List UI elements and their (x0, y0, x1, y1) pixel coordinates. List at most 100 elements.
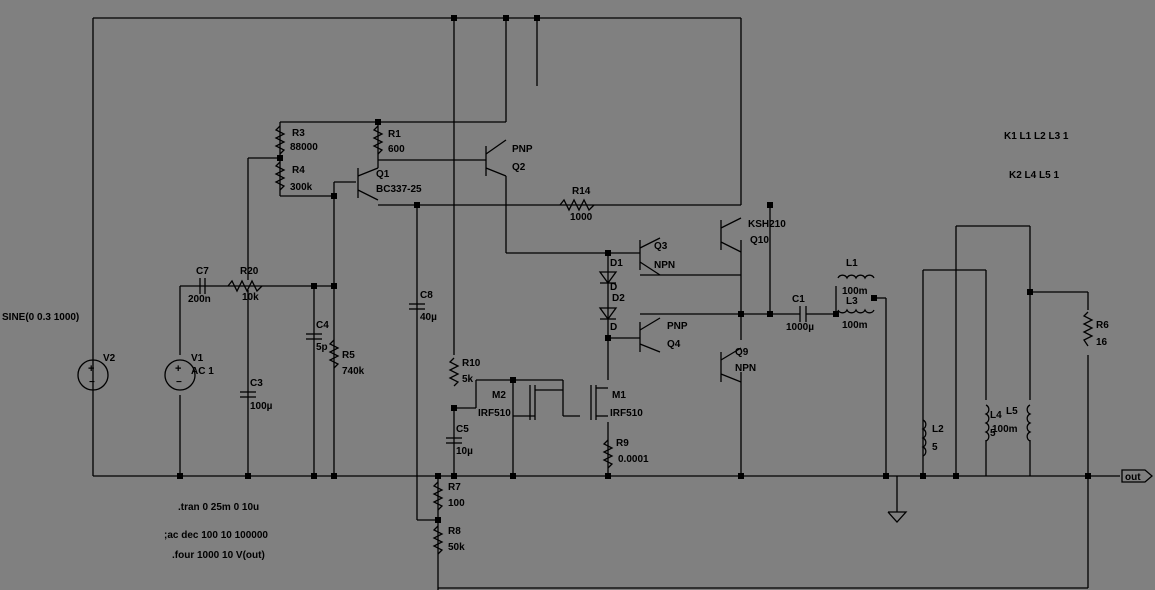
coupling-k2: K2 L4 L5 1 (1009, 170, 1059, 181)
tran-directive: .tran 0 25m 0 10u (178, 502, 259, 513)
label-v1-val: AC 1 (191, 366, 214, 377)
label-c8-val: 40µ (420, 312, 437, 323)
resistor-r4 (274, 161, 286, 191)
inductor-l3 (837, 308, 875, 314)
resistor-r10 (448, 357, 460, 387)
label-r9-ref: R9 (616, 438, 629, 449)
resistor-r20 (227, 279, 263, 293)
transistor-symbols (357, 139, 742, 420)
label-r8-ref: R8 (448, 526, 461, 537)
label-v2-ref: V2 (103, 353, 116, 364)
diode-d1 (598, 271, 618, 285)
ground-symbol (887, 511, 908, 523)
inductor-l5 (1026, 404, 1032, 442)
label-c5-val: 10µ (456, 446, 473, 457)
resistor-r14 (559, 198, 595, 212)
label-q2-val: PNP (512, 144, 533, 155)
svg-text:+: + (88, 363, 94, 375)
label-r3-val: 88000 (290, 142, 318, 153)
svg-text:−: − (176, 377, 182, 388)
resistor-r9 (602, 439, 614, 469)
label-c5-ref: C5 (456, 424, 469, 435)
svg-text:+: + (175, 363, 181, 375)
coupling-k1: K1 L1 L2 L3 1 (1004, 131, 1069, 142)
label-r3-ref: R3 (292, 128, 305, 139)
out-port-label: out (1125, 472, 1141, 483)
label-l4-ref: L4 (990, 410, 1002, 421)
label-m1-val: IRF510 (610, 408, 643, 419)
label-c7-ref: C7 (196, 266, 209, 277)
label-r7-val: 100 (448, 498, 465, 509)
label-r4-val: 300k (290, 182, 313, 193)
resistor-r1 (372, 125, 384, 155)
label-c8-ref: C8 (420, 290, 433, 301)
label-c4-ref: C4 (316, 320, 329, 331)
label-r14-val: 1000 (570, 212, 593, 223)
label-r20-ref: R20 (240, 266, 259, 277)
label-q3-ref: Q3 (654, 241, 668, 252)
label-c3-val: 100µ (250, 401, 273, 412)
label-r8-val: 50k (448, 542, 465, 553)
label-r5-ref: R5 (342, 350, 355, 361)
label-r4-ref: R4 (292, 165, 305, 176)
label-q2-ref: Q2 (512, 162, 526, 173)
resistor-r6 (1082, 311, 1094, 347)
label-q3-val: NPN (654, 260, 675, 271)
voltage-sources: + − + − (77, 359, 196, 391)
label-r7-ref: R7 (448, 482, 461, 493)
source-v2 (77, 359, 109, 391)
wires (92, 17, 1120, 590)
inductor-l2 (921, 419, 927, 457)
label-m2-val: IRF510 (478, 408, 511, 419)
label-r1-val: 600 (388, 144, 405, 155)
label-q10-ref: Q10 (750, 235, 769, 246)
diode-symbols (598, 271, 618, 321)
component-labels: R3 88000 R4 300k R1 600 Q1 BC337-25 PNP … (2, 128, 1109, 553)
label-l2-ref: L2 (932, 424, 944, 435)
label-c4-val: 5p (316, 342, 328, 353)
resistor-r5 (328, 339, 340, 369)
label-d1-ref: D1 (610, 258, 623, 269)
label-q1-ref: Q1 (376, 169, 390, 180)
inductor-l4 (984, 404, 990, 442)
label-c7-val: 200n (188, 294, 211, 305)
label-q4-val: PNP (667, 321, 688, 332)
ac-directive: ;ac dec 100 10 100000 (164, 530, 268, 541)
label-c1-ref: C1 (792, 294, 805, 305)
source-v1 (164, 359, 196, 391)
label-q9-ref: Q9 (735, 347, 749, 358)
label-c1-val: 1000µ (786, 322, 814, 333)
resistor-symbols (227, 125, 1094, 555)
label-r6-ref: R6 (1096, 320, 1109, 331)
label-r20-val: 10k (242, 292, 259, 303)
label-r9-val: 0.0001 (618, 454, 649, 465)
label-r10-ref: R10 (462, 358, 481, 369)
label-l5-ref: L5 (1006, 406, 1018, 417)
label-l2-val: 5 (932, 442, 938, 453)
label-l1-val: 100m (842, 286, 868, 297)
label-l5-val: 100m (992, 424, 1018, 435)
four-directive: .four 1000 10 V(out) (172, 550, 265, 561)
label-r6-val: 16 (1096, 337, 1108, 348)
inductor-l1 (837, 274, 875, 280)
resistor-r7 (432, 481, 444, 511)
label-l3-val: 100m (842, 320, 868, 331)
resistor-r8 (432, 525, 444, 555)
label-d2-val: D (610, 322, 617, 333)
label-q10-val: KSH210 (748, 219, 786, 230)
label-d1-val: D (610, 282, 617, 293)
label-v2-val: SINE(0 0.3 1000) (2, 312, 79, 323)
junction-dots (177, 15, 1091, 523)
label-m2-ref: M2 (492, 390, 506, 401)
label-r5-val: 740k (342, 366, 365, 377)
label-v1-ref: V1 (191, 353, 204, 364)
inductor-symbols (837, 274, 1032, 457)
svg-text:−: − (89, 377, 95, 388)
label-m1-ref: M1 (612, 390, 626, 401)
label-l4-val: 5 (990, 428, 996, 439)
label-r1-ref: R1 (388, 129, 401, 140)
label-q9-val: NPN (735, 363, 756, 374)
out-port[interactable]: out (1121, 469, 1153, 483)
